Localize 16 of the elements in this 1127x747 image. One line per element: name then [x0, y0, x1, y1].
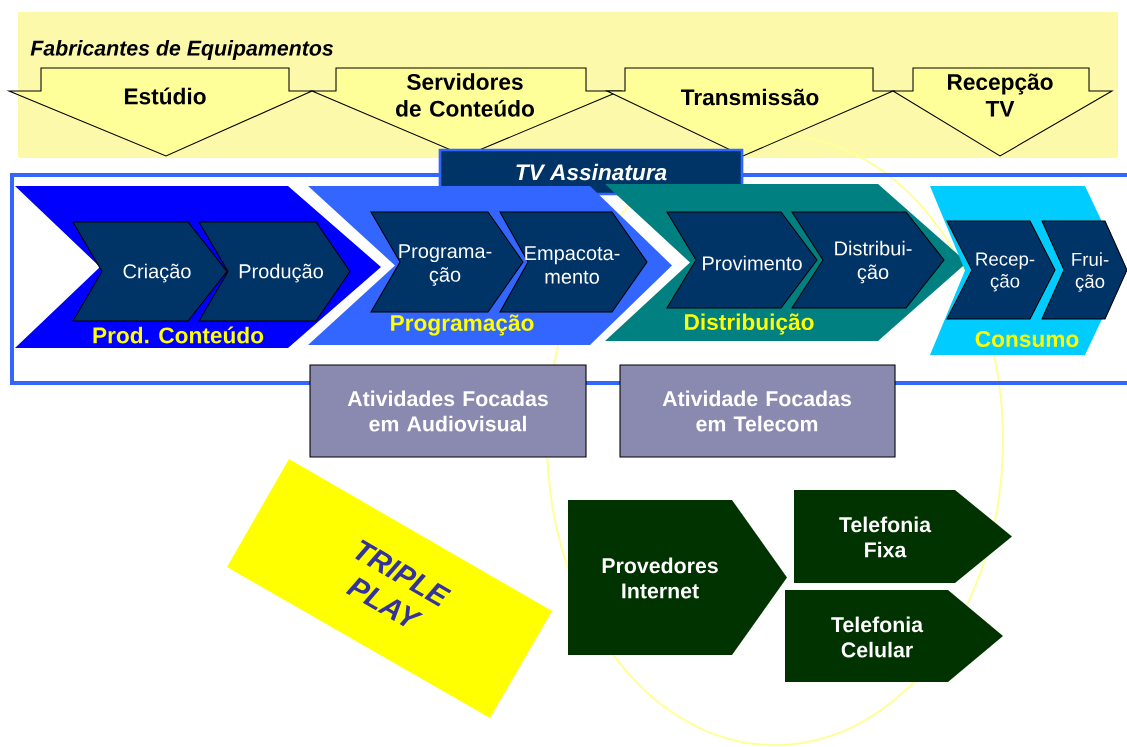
stage-box: Transmissão: [604, 67, 896, 157]
process-step: Recep- ção: [946, 220, 1056, 320]
activity-box: Atividades Focadas em Audiovisual: [309, 364, 587, 458]
stage-box: Estúdio: [6, 67, 315, 157]
service-box: Telefonia Fixa: [794, 490, 1012, 583]
process-step: Frui- ção: [1041, 220, 1127, 320]
process-step: Produção: [198, 221, 351, 322]
service-box: Telefonia Celular: [785, 590, 1003, 682]
activity-box: Atividade Focadas em Telecom: [619, 364, 896, 458]
process-step: Provimento: [666, 211, 818, 309]
process-step: Criação: [72, 221, 228, 322]
service-box: Provedores Internet: [568, 500, 787, 655]
process-step: Empacota- mento: [499, 211, 648, 313]
process-step: Programa- ção: [370, 211, 524, 313]
stage-box: Recepção TV: [891, 67, 1114, 157]
stage-box: Servidores de Conteúdo: [309, 67, 623, 157]
